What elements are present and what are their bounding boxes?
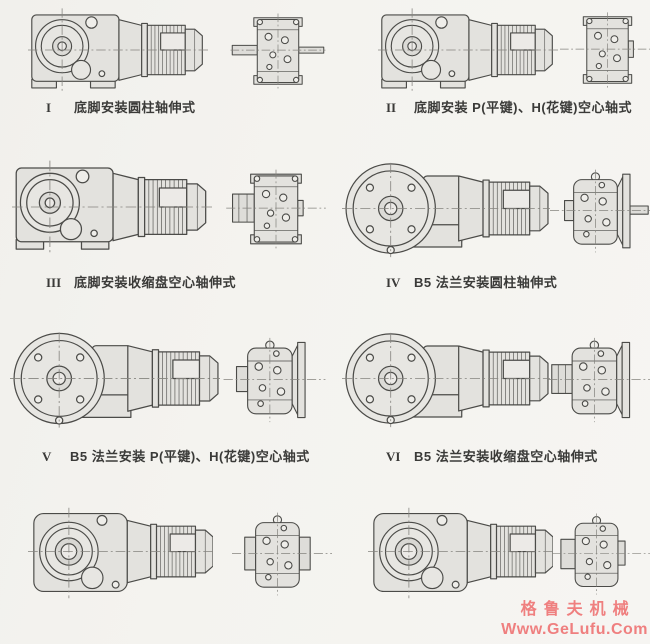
figure-caption: 底脚安装收缩盘空心轴伸式 bbox=[74, 275, 237, 290]
figure-numeral: I bbox=[46, 100, 52, 115]
fig6-end-view-flange-shrink-drawing bbox=[548, 336, 650, 424]
caption-type-2: II 底脚安装 P(平键)、H(花键)空心轴式 bbox=[386, 97, 632, 116]
figure-caption: 底脚安装圆柱轴伸式 bbox=[74, 100, 196, 115]
fig3-end-view-shrink-disc-drawing bbox=[222, 166, 330, 252]
fig8-side-view-plain-gearmotor-drawing bbox=[368, 504, 553, 602]
figure-caption: B5 法兰安装收缩盘空心轴伸式 bbox=[414, 449, 598, 464]
fig8-end-view-hub-drawing bbox=[552, 510, 650, 598]
watermark: 格鲁夫机械 Www.GeLufu.Com bbox=[501, 600, 648, 640]
fig7-end-view-side-tabs-drawing bbox=[232, 510, 332, 598]
figure-caption: B5 法兰安装圆柱轴伸式 bbox=[414, 275, 558, 290]
fig1-end-view-solid-shaft-drawing bbox=[222, 10, 334, 92]
figure-numeral: II bbox=[386, 100, 397, 115]
fig5-side-view-flange-gearmotor-drawing bbox=[10, 328, 220, 432]
caption-type-3: III 底脚安装收缩盘空心轴伸式 bbox=[46, 272, 236, 291]
fig2-end-view-hollow-shaft-drawing bbox=[560, 8, 650, 92]
figure-numeral: IV bbox=[386, 275, 401, 290]
fig2-side-view-foot-gearmotor-drawing bbox=[378, 6, 558, 94]
fig4-end-view-flange-shaft-drawing bbox=[550, 166, 650, 256]
fig1-side-view-foot-gearmotor-drawing bbox=[28, 6, 208, 94]
figure-caption: B5 法兰安装 P(平键)、H(花键)空心轴式 bbox=[70, 449, 310, 464]
figure-caption: 底脚安装 P(平键)、H(花键)空心轴式 bbox=[414, 100, 632, 115]
fig3-side-view-foot-gearmotor-drawing bbox=[12, 158, 212, 256]
fig5-end-view-flange-hollow-drawing bbox=[222, 336, 327, 424]
caption-type-4: IV B5 法兰安装圆柱轴伸式 bbox=[386, 272, 557, 291]
figure-numeral: VI bbox=[386, 449, 401, 464]
fig6-side-view-flange-gearmotor-drawing bbox=[342, 328, 550, 432]
watermark-website-url: Www.GeLufu.Com bbox=[501, 621, 648, 638]
caption-type-1: I 底脚安装圆柱轴伸式 bbox=[46, 97, 196, 116]
figure-numeral: V bbox=[42, 449, 52, 464]
caption-type-6: VI B5 法兰安装收缩盘空心轴伸式 bbox=[386, 446, 598, 465]
figure-numeral: III bbox=[46, 275, 62, 290]
caption-type-5: V B5 法兰安装 P(平键)、H(花键)空心轴式 bbox=[42, 446, 310, 465]
fig4-side-view-flange-gearmotor-drawing bbox=[342, 160, 550, 260]
fig7-side-view-plain-gearmotor-drawing bbox=[28, 504, 213, 602]
watermark-company-name: 格鲁夫机械 bbox=[520, 601, 636, 618]
